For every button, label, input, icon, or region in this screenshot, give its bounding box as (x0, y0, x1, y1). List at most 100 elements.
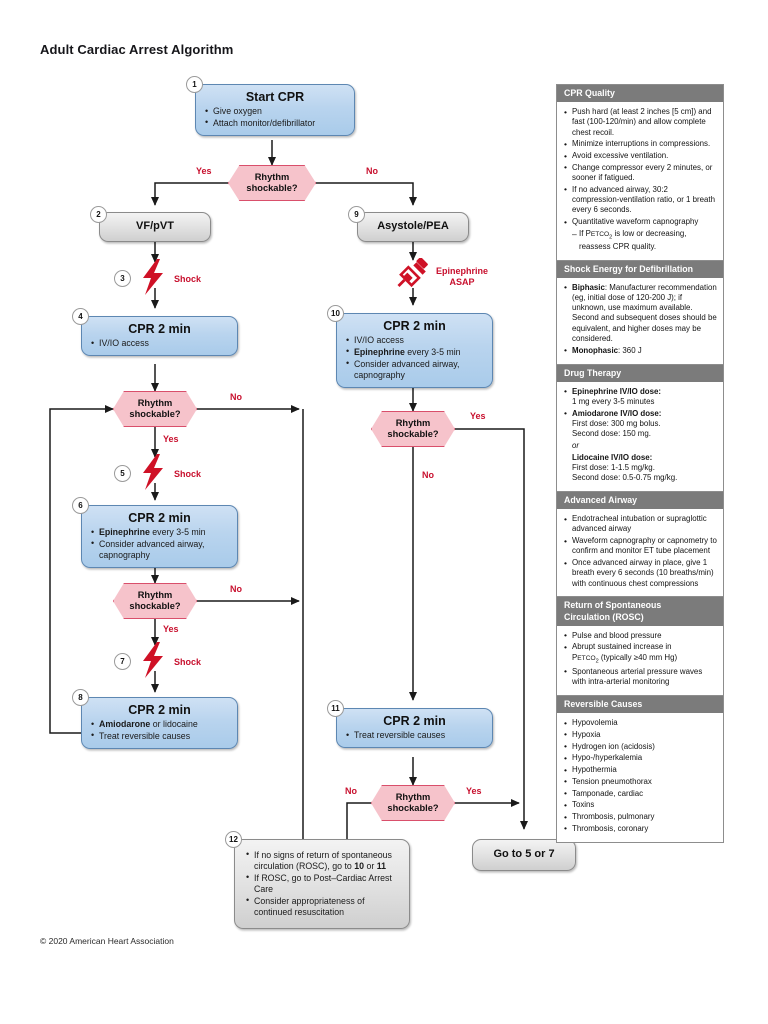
list-item: Hypo-/hyperkalemia (564, 753, 717, 764)
list-item: Tension pneumothorax (564, 776, 717, 787)
node-cpr-8[interactable]: CPR 2 min Amiodarone or lidocaine Treat … (81, 697, 238, 749)
list-item: Consider advanced airway, capnography (345, 358, 484, 382)
list-item: Pulse and blood pressure (564, 630, 717, 641)
node-cpr-11-title: CPR 2 min (383, 714, 446, 728)
list-item: Toxins (564, 800, 717, 811)
decision-rhythm-shockable-d[interactable]: Rhythm shockable? (371, 411, 455, 447)
panel-shock-energy: Shock Energy for Defibrillation Biphasic… (556, 260, 724, 365)
step-number-8: 8 (72, 689, 89, 706)
list-item: Hydrogen ion (acidosis) (564, 741, 717, 752)
flowchart-connectors (49, 140, 529, 876)
decision-rhythm-shockable-e[interactable]: Rhythm shockable? (371, 785, 455, 821)
node-asystole-pea[interactable]: Asystole/PEA (357, 212, 469, 243)
step-number-2: 2 (90, 206, 107, 223)
list-item: Give oxygen (204, 105, 346, 117)
panel-drug-therapy-list: Epinephrine IV/IO dose:1 mg every 3-5 mi… (564, 386, 717, 484)
step-number-9: 9 (348, 206, 365, 223)
node-rosc-decision[interactable]: If no signs of return of spontaneous cir… (234, 839, 410, 929)
panel-cpr-quality: CPR Quality Push hard (at least 2 inches… (556, 84, 724, 261)
list-item-strong: Epinephrine IV/IO dose: (572, 386, 662, 396)
list-item: Thrombosis, coronary (564, 823, 717, 834)
panel-drug-therapy: Drug Therapy Epinephrine IV/IO dose:1 mg… (556, 364, 724, 493)
decision-label: Rhythm shockable? (129, 589, 181, 611)
node-vf-pvt[interactable]: VF/pVT (99, 212, 211, 243)
list-item: Hypothermia (564, 765, 717, 776)
wire-label-no-e: No (345, 786, 357, 796)
step-number-5: 5 (114, 465, 131, 482)
panel-rosc-body: Pulse and blood pressure Abrupt sustaine… (557, 625, 723, 696)
node-start-cpr-items: Give oxygen Attach monitor/defibrillator (204, 105, 346, 129)
panel-rosc-list: Pulse and blood pressure Abrupt sustaine… (564, 630, 717, 688)
list-item: Biphasic: Manufacturer recommendation (e… (564, 282, 717, 345)
subscript-2: 2 (609, 234, 613, 241)
list-item-text: : 360 J (618, 345, 642, 355)
list-item-strong: Amiodarone (99, 719, 151, 729)
node-cpr-6[interactable]: CPR 2 min Epinephrine every 3-5 min Cons… (81, 505, 238, 569)
node-start-cpr-title: Start CPR (245, 90, 305, 104)
list-item: Amiodarone or lidocaine (90, 718, 229, 730)
list-item: Treat reversible causes (345, 729, 484, 741)
wire-label-yes-d: Yes (470, 411, 486, 421)
list-item-text: every 3-5 min (404, 346, 461, 357)
list-item-text: 1 mg every 3-5 minutes (572, 396, 655, 406)
list-item: Once advanced airway in place, give 1 br… (564, 558, 717, 589)
list-item: Change compressor every 2 minutes, or so… (564, 162, 717, 184)
lightning-bolt-icon (143, 259, 163, 295)
list-item-text2: Second dose: 150 mg. (572, 429, 651, 439)
panel-drug-therapy-body: Epinephrine IV/IO dose:1 mg every 3-5 mi… (557, 381, 723, 492)
panel-shock-energy-body: Biphasic: Manufacturer recommendation (e… (557, 277, 723, 364)
lightning-bolt-icon (143, 454, 163, 490)
list-item: Tamponade, cardiac (564, 788, 717, 799)
list-item: Minimize interruptions in compressions. (564, 139, 717, 150)
node-start-cpr[interactable]: Start CPR Give oxygen Attach monitor/def… (195, 84, 355, 136)
list-item-text: If no signs of return of spontaneous cir… (254, 849, 392, 871)
syringe-icon (397, 258, 428, 288)
list-item: Attach monitor/defibrillator (204, 117, 346, 129)
panel-reversible-causes-list: Hypovolemia Hypoxia Hydrogen ion (acidos… (564, 718, 717, 835)
decision-rhythm-shockable-a[interactable]: Rhythm shockable? (228, 165, 316, 201)
list-subitem-text: is low or decreasing, reassess CPR quali… (579, 229, 687, 251)
list-item: Treat reversible causes (90, 730, 229, 742)
decision-rhythm-shockable-c[interactable]: Rhythm shockable? (113, 583, 197, 619)
list-item-strong2: 11 (376, 860, 387, 871)
node-cpr-4[interactable]: CPR 2 min IV/IO access (81, 316, 238, 357)
smallcaps-etco: ETCO (590, 231, 610, 238)
list-item: If no signs of return of spontaneous cir… (245, 849, 399, 873)
list-item-text: First dose: 300 mg bolus. (572, 418, 661, 428)
decision-label: Rhythm shockable? (246, 171, 298, 193)
list-item-strong: Biphasic (572, 282, 605, 292)
panel-reversible-causes: Reversible Causes Hypovolemia Hypoxia Hy… (556, 696, 724, 843)
list-item: If ROSC, go to Post–Cardiac Arrest Care (245, 872, 399, 896)
node-cpr-8-items: Amiodarone or lidocaine Treat reversible… (90, 718, 229, 742)
panel-advanced-airway-list: Endotracheal intubation or supraglottic … (564, 514, 717, 589)
list-item-text2: Second dose: 0.5-0.75 mg/kg. (572, 473, 678, 483)
wire-label-no-b: No (230, 392, 242, 402)
list-item: Epinephrine IV/IO dose:1 mg every 3-5 mi… (564, 386, 717, 408)
decision-rhythm-shockable-b[interactable]: Rhythm shockable? (113, 391, 197, 427)
node-cpr-10[interactable]: CPR 2 min IV/IO access Epinephrine every… (336, 313, 493, 388)
step-number-6: 6 (72, 497, 89, 514)
wire-label-yes-e: Yes (466, 786, 482, 796)
list-item: Quantitative waveform capnography (564, 217, 717, 228)
list-item: IV/IO access (345, 334, 484, 346)
list-item: Monophasic: 360 J (564, 345, 717, 356)
panel-shock-energy-list: Biphasic: Manufacturer recommendation (e… (564, 282, 717, 356)
list-item: Spontaneous arterial pressure waves with… (564, 666, 717, 688)
list-item-strong: 10 (354, 860, 365, 871)
page-title: Adult Cardiac Arrest Algorithm (40, 42, 234, 57)
subscript-2: 2 (595, 658, 599, 665)
wire-label-no-a: No (366, 166, 378, 176)
wire-label-shock-3: Shock (174, 274, 202, 284)
list-item: Endotracheal intubation or supraglottic … (564, 514, 717, 535)
node-cpr-4-items: IV/IO access (90, 337, 229, 349)
node-goto-5-or-7[interactable]: Go to 5 or 7 (472, 839, 576, 872)
or-text: or (572, 440, 580, 450)
node-cpr-11[interactable]: CPR 2 min Treat reversible causes (336, 708, 493, 749)
list-item-text: : Manufacturer recommendation (eg, initi… (572, 282, 717, 344)
node-cpr-10-items: IV/IO access Epinephrine every 3-5 min C… (345, 334, 484, 382)
list-item: Thrombosis, pulmonary (564, 812, 717, 823)
list-item: Hypovolemia (564, 718, 717, 729)
